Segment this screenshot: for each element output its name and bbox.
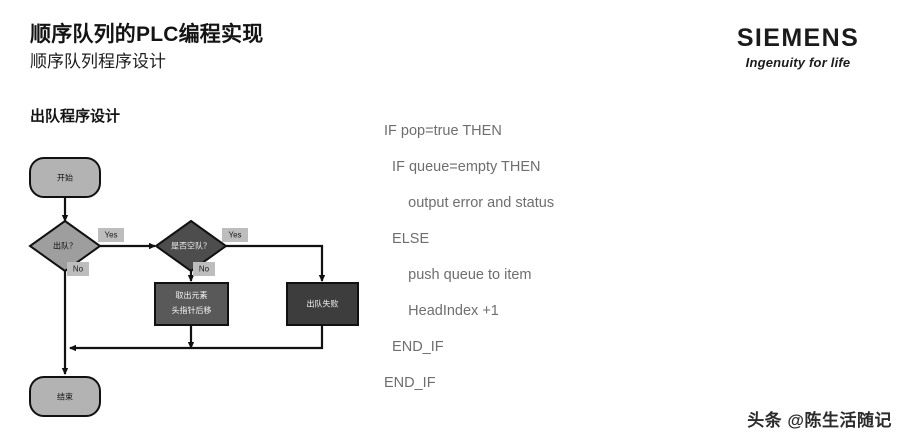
branch-label-empty-yes-text: Yes xyxy=(228,231,241,240)
branch-label-empty-yes: Yes xyxy=(222,228,248,242)
flow-node-process-fail: 出队失败 xyxy=(286,282,359,326)
watermark: 头条 @陈生活随记 xyxy=(747,411,892,430)
siemens-logo: SIEMENS Ingenuity for life xyxy=(708,24,888,70)
flow-node-process-pop-label-line1: 取出元素 xyxy=(176,290,208,300)
branch-label-dequeue-yes-text: Yes xyxy=(104,231,117,240)
code-line: output error and status xyxy=(384,195,555,211)
flowchart-diagram: 开始 出队？ 是否空队？ 取出元素 头指针后移 出队失败 结束 xyxy=(0,140,390,430)
page-subtitle: 顺序队列程序设计 xyxy=(30,52,166,72)
branch-label-dequeue-no-text: No xyxy=(73,265,84,274)
code-line: HeadIndex +1 xyxy=(384,303,499,319)
flow-node-process-pop: 取出元素 头指针后移 xyxy=(154,282,229,326)
code-line: END_IF xyxy=(384,339,444,355)
flow-node-decision-empty-label: 是否空队？ xyxy=(171,241,211,251)
siemens-tagline: Ingenuity for life xyxy=(745,55,851,70)
flow-connectors xyxy=(61,197,326,375)
flow-node-process-pop-label-line2: 头指针后移 xyxy=(172,305,212,315)
connector-fail-to-merge xyxy=(69,325,324,352)
code-line: push queue to item xyxy=(384,267,532,283)
connector-empty-yes-to-fail xyxy=(226,244,326,282)
branch-label-empty-no: No xyxy=(193,262,215,276)
flow-node-process-fail-label: 出队失败 xyxy=(307,299,339,309)
page-title: 顺序队列的PLC编程实现 xyxy=(30,23,264,46)
flow-node-start-label: 开始 xyxy=(57,173,73,183)
code-line: IF pop=true THEN xyxy=(384,123,502,139)
siemens-wordmark: SIEMENS xyxy=(736,24,860,52)
branch-label-empty-no-text: No xyxy=(199,265,210,274)
code-line: END_IF xyxy=(384,375,436,391)
flow-node-end: 结束 xyxy=(29,376,101,417)
flow-node-start: 开始 xyxy=(29,157,101,198)
flow-node-end-label: 结束 xyxy=(57,392,73,402)
flow-node-decision-empty: 是否空队？ xyxy=(154,219,228,273)
header-block: 顺序队列的PLC编程实现 顺序队列程序设计 xyxy=(30,22,550,73)
section-heading: 出队程序设计 xyxy=(30,108,121,125)
flow-node-decision-dequeue: 出队？ xyxy=(28,219,102,273)
branch-label-dequeue-yes: Yes xyxy=(98,228,124,242)
flow-branch-labels: Yes No Yes No xyxy=(67,228,248,276)
code-line: IF queue=empty THEN xyxy=(384,159,541,175)
branch-label-dequeue-no: No xyxy=(67,262,89,276)
pseudocode-block: IF pop=true THEN IF queue=empty THEN out… xyxy=(384,124,684,412)
code-line: ELSE xyxy=(384,231,430,247)
flow-node-decision-dequeue-label: 出队？ xyxy=(53,241,77,251)
